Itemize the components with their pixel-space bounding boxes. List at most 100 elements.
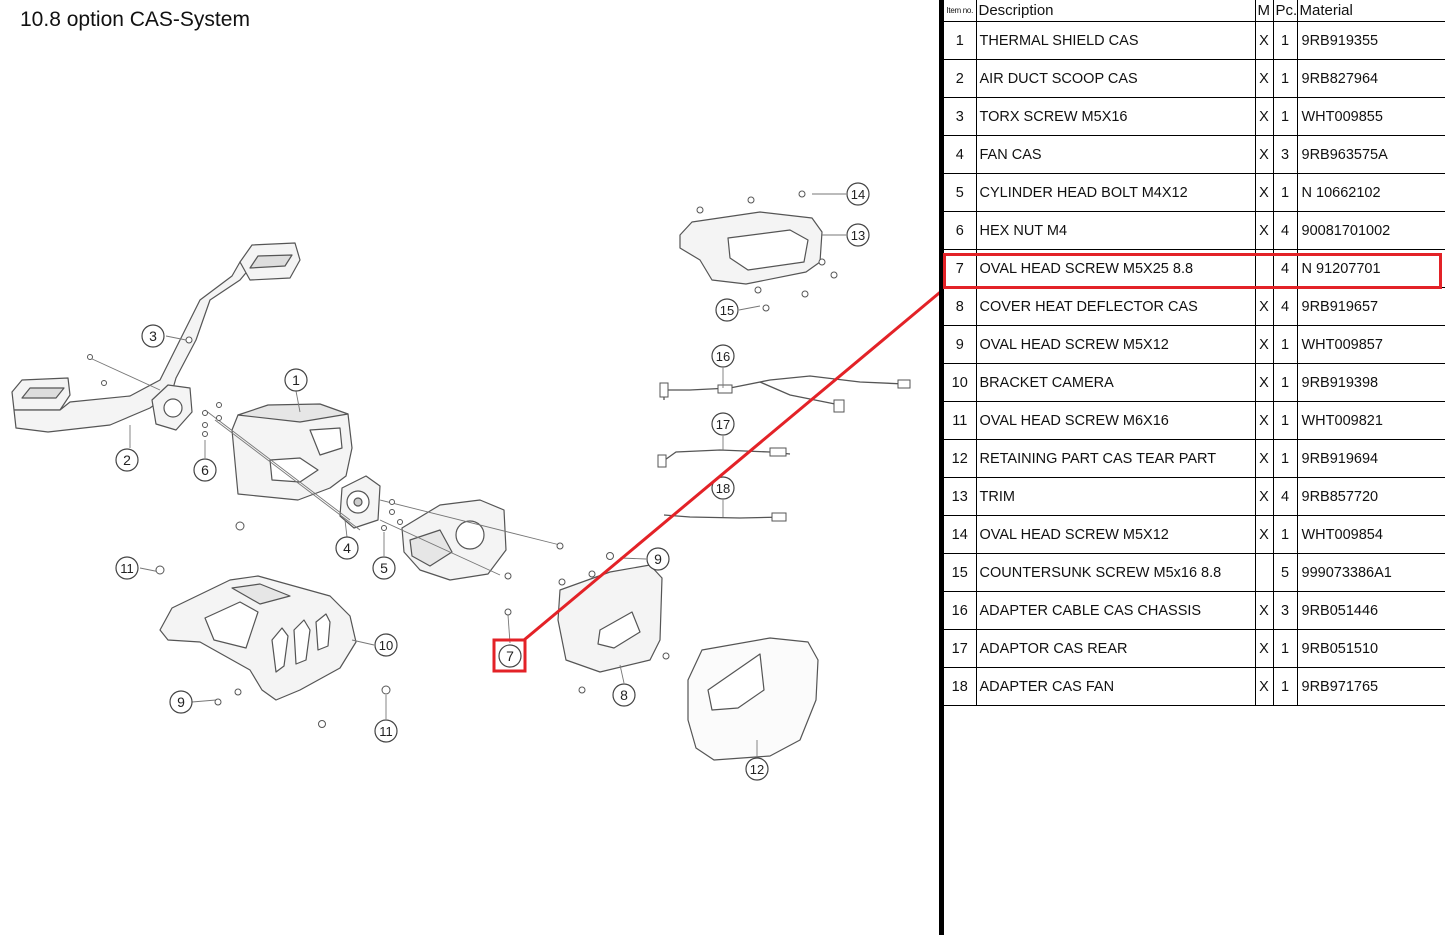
description-cell: AIR DUCT SCOOP CAS (976, 59, 1256, 98)
header-material: Material (1297, 0, 1445, 22)
description-cell: RETAINING PART CAS TEAR PART (976, 439, 1256, 478)
callout-5: 5 (372, 556, 396, 580)
material-cell: N 10662102 (1297, 173, 1445, 212)
callout-5-label: 5 (380, 560, 388, 576)
highlight-connector-line (523, 290, 940, 642)
material-cell: 9RB051446 (1297, 591, 1445, 630)
part-thermal-shield (231, 403, 353, 501)
callout-15-label: 15 (720, 303, 734, 318)
pc-cell: 3 (1273, 591, 1298, 630)
material-cell: 9RB919355 (1297, 21, 1445, 60)
pc-cell: 1 (1273, 363, 1298, 402)
item-no-cell: 3 (944, 97, 977, 136)
pc-cell: 5 (1273, 553, 1298, 592)
callout-14-label: 14 (851, 187, 865, 202)
callout-6: 6 (193, 458, 217, 482)
callout-9a-label: 9 (654, 551, 662, 567)
description-cell: COUNTERSUNK SCREW M5x16 8.8 (976, 553, 1256, 592)
part-bracket-camera (159, 575, 357, 701)
leader-lines (89, 193, 846, 758)
material-cell: WHT009854 (1297, 515, 1445, 554)
m-cell: X (1255, 325, 1274, 364)
material-cell: 9RB857720 (1297, 477, 1445, 516)
description-cell: ADAPTER CABLE CAS CHASSIS (976, 591, 1256, 630)
part-cover-heat-deflector (557, 564, 663, 673)
screws (87, 190, 838, 728)
callout-4-label: 4 (343, 540, 351, 556)
pc-cell: 1 (1273, 97, 1298, 136)
header-description: Description (976, 0, 1256, 22)
pc-cell: 1 (1273, 21, 1298, 60)
cable-connectors (657, 379, 911, 522)
description-cell: OVAL HEAD SCREW M5X25 8.8 (976, 249, 1256, 288)
pc-cell: 1 (1273, 439, 1298, 478)
material-cell: N 91207701 (1297, 249, 1445, 288)
pc-cell: 1 (1273, 59, 1298, 98)
part-trim (679, 211, 823, 285)
callout-7-label: 7 (506, 648, 514, 664)
callout-1: 1 (284, 368, 308, 392)
part-camera-assembly (401, 499, 507, 581)
header-pc: Pc. (1273, 0, 1298, 22)
item-no-cell: 16 (944, 591, 977, 630)
item-no-cell: 13 (944, 477, 977, 516)
m-cell: X (1255, 477, 1274, 516)
divider (939, 0, 944, 935)
callout-9a: 9 (646, 547, 670, 571)
callout-11b-label: 11 (379, 724, 393, 739)
callout-3-label: 3 (149, 328, 157, 344)
callouts: 1 2 3 4 5 6 7 8 9 9 10 11 11 12 13 14 15… (115, 182, 870, 781)
pc-cell: 3 (1273, 135, 1298, 174)
description-cell: ADAPTOR CAS REAR (976, 629, 1256, 668)
item-no-cell: 17 (944, 629, 977, 668)
part-air-duct-scoop (11, 242, 301, 433)
table-header-row: Item no. Description M Pc. Material (944, 0, 1445, 22)
pc-cell: 1 (1273, 325, 1298, 364)
callout-12-label: 12 (750, 762, 764, 777)
callout-17: 17 (711, 412, 735, 436)
description-cell: FAN CAS (976, 135, 1256, 174)
item-no-cell: 18 (944, 667, 977, 706)
part-retaining-part (687, 637, 819, 761)
m-cell: X (1255, 629, 1274, 668)
material-cell: 9RB919657 (1297, 287, 1445, 326)
page-title: 10.8 option CAS-System (20, 8, 250, 31)
item-no-cell: 4 (944, 135, 977, 174)
item-no-cell: 9 (944, 325, 977, 364)
pc-cell: 1 (1273, 515, 1298, 554)
m-cell: X (1255, 401, 1274, 440)
callout-15: 15 (715, 298, 739, 322)
item-no-cell: 12 (944, 439, 977, 478)
m-cell: X (1255, 135, 1274, 174)
callout-10: 10 (374, 633, 398, 657)
header-item-no: Item no. (944, 0, 977, 22)
callout-11a: 11 (115, 556, 139, 580)
m-cell: X (1255, 21, 1274, 60)
cables (661, 375, 906, 519)
callout-7: 7 (498, 644, 522, 668)
item-no-cell: 7 (944, 249, 977, 288)
m-cell: X (1255, 97, 1274, 136)
callout-8-label: 8 (620, 687, 628, 703)
callout-11a-label: 11 (120, 561, 134, 576)
m-cell: X (1255, 591, 1274, 630)
material-cell: 9RB827964 (1297, 59, 1445, 98)
m-cell (1255, 553, 1274, 592)
description-cell: ADAPTER CAS FAN (976, 667, 1256, 706)
callout-18: 18 (711, 476, 735, 500)
callout-16: 16 (711, 344, 735, 368)
material-cell: WHT009855 (1297, 97, 1445, 136)
material-cell: 9RB051510 (1297, 629, 1445, 668)
